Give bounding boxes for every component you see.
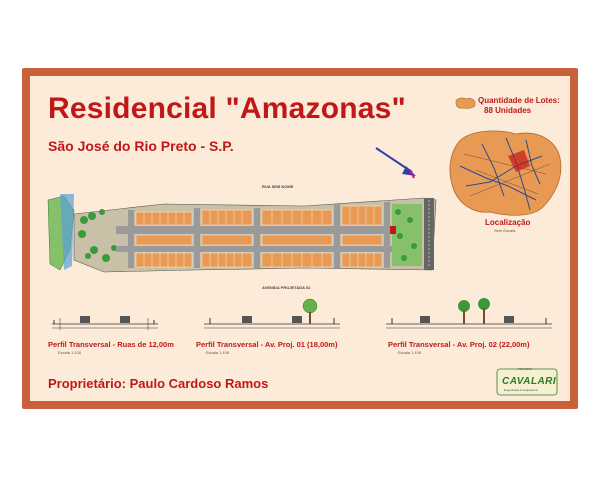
logo-badge bbox=[496, 368, 558, 396]
tree-icon bbox=[302, 298, 318, 324]
road-label-top: RUA SEM NOME bbox=[262, 184, 294, 189]
car-icon bbox=[80, 316, 90, 323]
location-map bbox=[449, 130, 562, 216]
profile-drawing-1 bbox=[52, 316, 158, 330]
lot-quantity: Quantidade de Lotes: 88 Unidades bbox=[478, 96, 560, 116]
logo-name: CAVALARI bbox=[502, 376, 557, 387]
lot-quantity-value: 88 Unidades bbox=[484, 106, 532, 115]
lot-quantity-label: Quantidade de Lotes: bbox=[478, 96, 560, 105]
subtitle: São José do Rio Preto - S.P. bbox=[48, 138, 234, 154]
owner-label: Proprietário: Paulo Cardoso Ramos bbox=[48, 376, 269, 391]
lot-legend-swatch bbox=[455, 97, 476, 109]
profile-drawing-2 bbox=[204, 298, 340, 329]
profile-label-1: Perfil Transversal - Ruas de 12,00m bbox=[48, 340, 174, 349]
profile-drawing-3 bbox=[386, 298, 552, 329]
location-sublabel: Sem Escala bbox=[494, 228, 516, 233]
profile-scale-3: Escala 1:100 bbox=[398, 350, 422, 355]
site-plan bbox=[47, 194, 437, 273]
profile-scale-1: Escala 1:100 bbox=[58, 350, 82, 355]
profile-scale-2: Escala 1:100 bbox=[206, 350, 230, 355]
page-title: Residencial "Amazonas" bbox=[48, 92, 406, 125]
north-arrow-icon bbox=[375, 147, 416, 179]
profile-label-2: Perfil Transversal - Av. Proj. 01 (18,00… bbox=[196, 340, 338, 349]
road-label-bottom: AVENIDA PROJETADA 02 bbox=[262, 285, 311, 290]
logo-top-text: PROJETO bbox=[518, 367, 533, 371]
profile-label-3: Perfil Transversal - Av. Proj. 02 (22,00… bbox=[388, 340, 530, 349]
location-label: Localização bbox=[485, 218, 531, 227]
logo-tagline: Engenharia & Arquitetura bbox=[504, 388, 538, 392]
